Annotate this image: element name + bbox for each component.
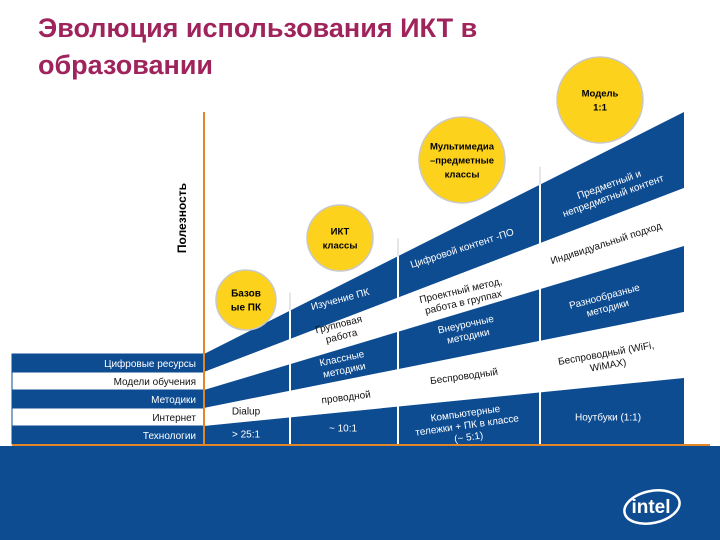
row-label: Цифровые ресурсы bbox=[104, 358, 196, 370]
stage-circle bbox=[215, 269, 277, 331]
band-internet bbox=[204, 312, 684, 426]
band-models bbox=[204, 188, 684, 390]
band-resources bbox=[204, 112, 684, 372]
footer-bar bbox=[0, 446, 720, 540]
stage-circle bbox=[556, 56, 644, 144]
y-axis-label: Полезность bbox=[175, 183, 189, 253]
title-line-2: образовании bbox=[38, 50, 214, 80]
cell-technology: ~ 10:1 bbox=[329, 424, 358, 435]
band-methods bbox=[204, 246, 684, 408]
intel-logo-text: intel bbox=[631, 497, 670, 518]
stage-circle bbox=[306, 204, 374, 272]
row-label: Модели обучения bbox=[114, 376, 196, 388]
slide-title: Эволюция использования ИКТ в образовании bbox=[38, 10, 598, 84]
title-line-1: Эволюция использования ИКТ в bbox=[38, 13, 478, 43]
row-label: Технологии bbox=[143, 431, 196, 442]
cell-technology: Ноутбуки (1:1) bbox=[575, 412, 641, 424]
stage-circle bbox=[418, 116, 506, 204]
row-label: Методики bbox=[151, 395, 196, 406]
intel-logo: intel bbox=[621, 487, 683, 527]
cell-technology: > 25:1 bbox=[232, 430, 261, 441]
cell-internet: Dialup bbox=[232, 407, 261, 418]
band-technology bbox=[204, 378, 684, 444]
row-label: Интернет bbox=[152, 413, 196, 424]
